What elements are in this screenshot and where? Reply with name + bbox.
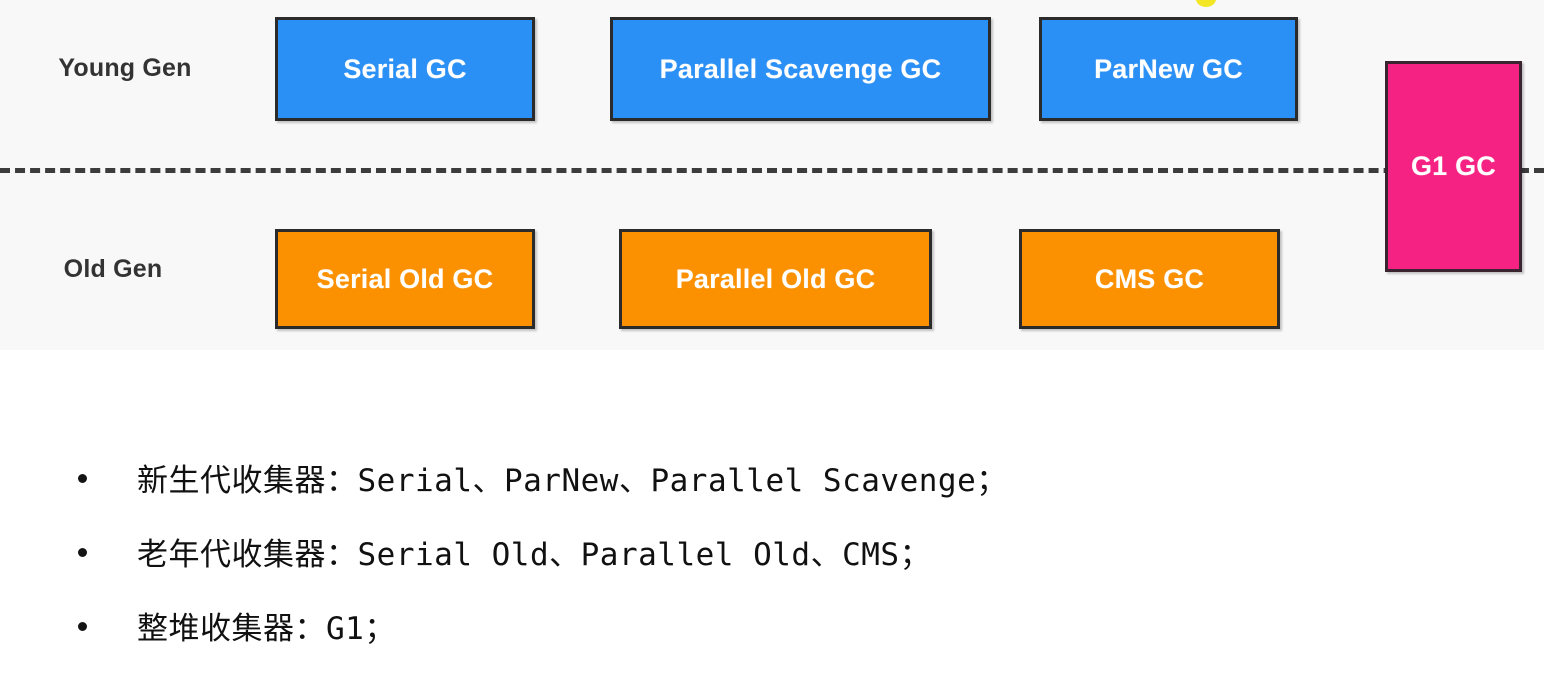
list-item: 整堆收集器：G1； bbox=[78, 603, 396, 648]
gc-box-parallel-scavenge-gc[interactable]: Parallel Scavenge GC bbox=[610, 17, 991, 121]
gc-box-cms-gc[interactable]: CMS GC bbox=[1019, 229, 1280, 329]
bullet-dot-icon bbox=[78, 622, 87, 631]
old-gen-label: Old Gen bbox=[63, 255, 163, 283]
bullet-dot-icon bbox=[78, 474, 87, 483]
bullet-dot-icon bbox=[78, 548, 87, 557]
list-item-label: 整堆收集器：G1； bbox=[137, 611, 396, 647]
list-item: 老年代收集器：Serial Old、Parallel Old、CMS； bbox=[78, 529, 931, 574]
gc-box-g1-gc[interactable]: G1 GC bbox=[1385, 61, 1522, 272]
gc-collectors-diagram: Young Gen Old Gen Serial GC Parallel Sca… bbox=[0, 0, 1544, 329]
gc-box-parnew-gc[interactable]: ParNew GC bbox=[1039, 17, 1298, 121]
gc-box-serial-old-gc[interactable]: Serial Old GC bbox=[275, 229, 535, 329]
list-item-label: 老年代收集器：Serial Old、Parallel Old、CMS； bbox=[137, 537, 932, 573]
gc-box-serial-gc[interactable]: Serial GC bbox=[275, 17, 535, 121]
yellow-marker-icon bbox=[1196, 0, 1216, 7]
gc-box-parallel-old-gc[interactable]: Parallel Old GC bbox=[619, 229, 932, 329]
list-item-label: 新生代收集器：Serial、ParNew、Parallel Scavenge； bbox=[137, 463, 1008, 499]
list-item: 新生代收集器：Serial、ParNew、Parallel Scavenge； bbox=[78, 455, 1008, 500]
young-gen-label: Young Gen bbox=[58, 54, 192, 82]
generation-divider-dashed-line bbox=[0, 168, 1544, 173]
summary-bullet-list: 新生代收集器：Serial、ParNew、Parallel Scavenge； … bbox=[0, 350, 1544, 683]
